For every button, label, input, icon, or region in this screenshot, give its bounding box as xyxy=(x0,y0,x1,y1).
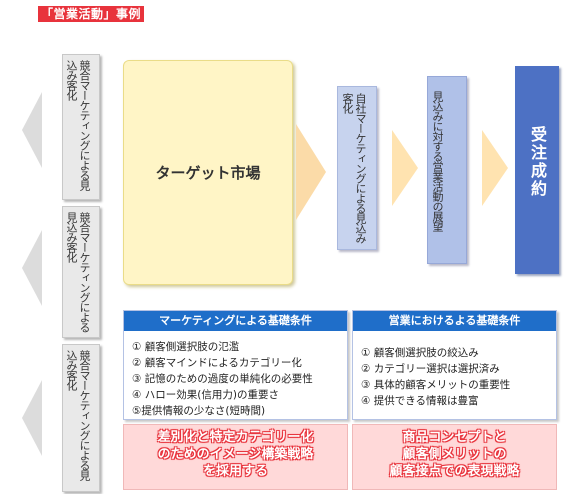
middle-box-2: 見込みに対する営業活動の展望 xyxy=(427,76,467,264)
final-box-label: 受注成約 xyxy=(528,126,547,198)
list-item: ② カテゴリー選択は選択済み xyxy=(361,363,500,375)
arrow-to-final xyxy=(482,130,508,206)
left-box-3: 競合マーケティングによる見込み客化 xyxy=(62,344,100,492)
marketing-strategy-box: 差別化と特定カテゴリー化 のためのイメージ構築戦略 を採用する xyxy=(123,424,348,490)
sales-strategy-line-1: 商品コンセプトと xyxy=(402,430,507,445)
list-item: ④ ハロー効果(信用力)の重要さ xyxy=(132,389,279,401)
list-item: ⑤提供情報の少なさ(短時間) xyxy=(132,405,266,417)
left-arrow-2 xyxy=(22,230,42,306)
marketing-strategy-line-2: のためのイメージ構築戦略 xyxy=(157,447,314,462)
marketing-strategy-line-3: を採用する xyxy=(202,464,268,479)
list-item: ③ 具体的顧客メリットの重要性 xyxy=(361,379,511,391)
marketing-conditions-list: ① 顧客側選択肢の氾濫 ② 顧客マインドによるカテゴリー化 ③ 記憶のための過度… xyxy=(132,339,347,419)
left-arrow-1 xyxy=(22,92,42,168)
target-market-label: ターゲット市場 xyxy=(155,164,261,182)
sales-strategy-line-3: 顧客接点での表現戦略 xyxy=(389,464,520,479)
target-market-box: ターゲット市場 xyxy=(123,60,293,285)
middle-box-1: 自社マーケティングによる見込み客化 xyxy=(337,86,377,250)
marketing-conditions-header: マーケティングによる基礎条件 xyxy=(124,311,347,331)
left-arrow-3 xyxy=(22,380,42,456)
middle-box-1-text: 自社マーケティングによる見込み客化 xyxy=(341,93,367,243)
arrow-to-middle-1 xyxy=(296,124,326,220)
left-box-1-text: 競合マーケティングによる見込み客化 xyxy=(65,60,91,190)
sales-conditions-header: 営業におけるよる基礎条件 xyxy=(353,311,556,331)
list-item: ① 顧客側選択肢の氾濫 xyxy=(132,341,240,353)
sales-conditions-list: ① 顧客側選択肢の絞込み ② カテゴリー選択は選択済み ③ 具体的顧客メリットの… xyxy=(361,345,556,409)
marketing-conditions-panel: マーケティングによる基礎条件 ① 顧客側選択肢の氾濫 ② 顧客マインドによるカテ… xyxy=(123,310,348,420)
left-box-2: 競合マーケティングによる見込み客化 xyxy=(62,206,100,338)
arrow-to-middle-2 xyxy=(392,130,418,206)
sales-strategy-box: 商品コンセプトと 顧客側メリットの 顧客接点での表現戦略 xyxy=(352,424,557,490)
left-box-1: 競合マーケティングによる見込み客化 xyxy=(62,54,100,200)
left-box-2-text: 競合マーケティングによる見込み客化 xyxy=(65,212,91,332)
final-box: 受注成約 xyxy=(515,66,559,274)
list-item: ④ 提供できる情報は豊富 xyxy=(361,395,479,407)
sales-conditions-panel: 営業におけるよる基礎条件 ① 顧客側選択肢の絞込み ② カテゴリー選択は選択済み… xyxy=(352,310,557,420)
marketing-strategy-line-1: 差別化と特定カテゴリー化 xyxy=(157,430,314,445)
list-item: ③ 記憶のための過度の単純化の必要性 xyxy=(132,373,313,385)
page-title: 「営業活動」事例 xyxy=(38,6,145,22)
list-item: ② 顧客マインドによるカテゴリー化 xyxy=(132,357,302,369)
left-box-3-text: 競合マーケティングによる見込み客化 xyxy=(65,350,91,480)
list-item: ① 顧客側選択肢の絞込み xyxy=(361,347,479,359)
middle-box-2-text: 見込みに対する営業活動の展望 xyxy=(431,91,444,231)
sales-strategy-line-2: 顧客側メリットの xyxy=(402,447,507,462)
